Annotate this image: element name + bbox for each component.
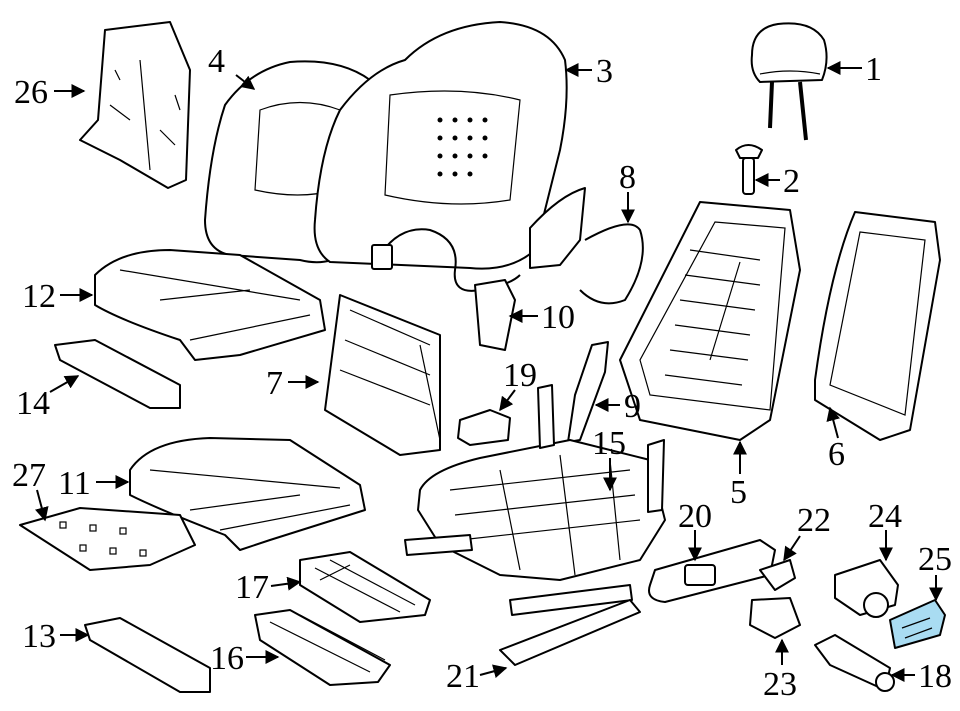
trim-clip-part — [457, 409, 511, 446]
callout-22: 22 — [797, 502, 831, 539]
headrest-part — [750, 22, 828, 141]
seat-back-panel-part — [814, 211, 941, 441]
cushion-tray-part — [299, 551, 431, 623]
cushion-bolster-part — [54, 339, 181, 409]
seat-pan-part — [254, 609, 391, 686]
seat-back-perforated-part — [313, 21, 568, 270]
callout-17: 17 — [235, 569, 269, 606]
seat-frame-part — [404, 384, 666, 616]
leader-lines — [34, 61, 943, 682]
callout-24: 24 — [868, 498, 902, 535]
callout-8: 8 — [619, 159, 636, 196]
seat-heater-mat-part — [19, 507, 196, 571]
callout-16: 16 — [210, 640, 244, 677]
side-trim-part — [529, 187, 644, 305]
callout-15: 15 — [592, 425, 626, 462]
callout-11: 11 — [58, 465, 91, 502]
small-clip-part — [759, 559, 796, 591]
switch-bezel-part — [648, 539, 776, 603]
control-unit-highlighted-part — [889, 599, 946, 649]
callout-27: 27 — [12, 457, 46, 494]
front-bolster-part — [84, 617, 211, 693]
callout-12: 12 — [22, 278, 56, 315]
callout-3: 3 — [596, 53, 613, 90]
seat-rail-part — [499, 599, 641, 666]
callout-13: 13 — [22, 618, 56, 655]
callout-20: 20 — [678, 498, 712, 535]
callout-26: 26 — [14, 74, 48, 111]
callout-labels: 1 2 3 4 5 6 7 8 9 10 11 12 13 14 15 16 1… — [12, 43, 952, 703]
callout-2: 2 — [783, 163, 800, 200]
callout-10: 10 — [541, 299, 575, 336]
lumbar-support-part — [324, 294, 441, 456]
callout-4: 4 — [208, 43, 225, 80]
control-module-part — [474, 279, 516, 351]
seat-back-frame-part — [619, 201, 801, 441]
seat-motor-part — [834, 559, 899, 618]
callout-5: 5 — [730, 474, 747, 511]
callout-7: 7 — [266, 365, 283, 402]
callout-18: 18 — [918, 658, 952, 695]
adjuster-motor-part — [814, 634, 895, 692]
base-cushion-part — [129, 437, 366, 551]
callout-14: 14 — [16, 385, 50, 422]
side-bracket-part — [567, 341, 609, 443]
callout-1: 1 — [865, 51, 882, 88]
seat-cushion-cover-part — [94, 249, 326, 361]
callout-9: 9 — [624, 388, 641, 425]
callout-23: 23 — [763, 666, 797, 703]
back-panel-pad-part — [79, 21, 191, 189]
headrest-guide-part — [735, 144, 763, 195]
callout-19: 19 — [503, 357, 537, 394]
seat-switch-part — [749, 597, 801, 639]
callout-21: 21 — [446, 658, 480, 695]
callout-6: 6 — [828, 436, 845, 473]
callout-25: 25 — [918, 541, 952, 578]
